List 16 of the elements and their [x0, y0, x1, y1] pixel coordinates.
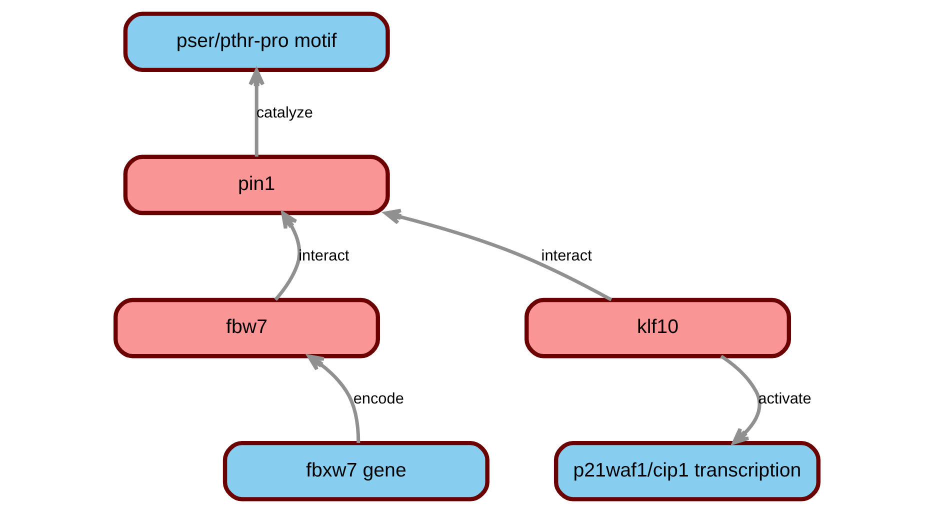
edge-label: catalyze: [256, 104, 312, 122]
arrow: [248, 68, 264, 157]
arrow: [383, 208, 612, 302]
node-box: pser/pthr-pro motif: [122, 12, 390, 72]
arrow: [274, 211, 301, 301]
node-box: fbw7: [113, 298, 380, 358]
node-box: p21waf1/cip1 transcription: [553, 440, 820, 502]
node-box: fbxw7 gene: [222, 440, 489, 502]
node-box: klf10: [524, 298, 791, 358]
edge-label: interact: [298, 247, 349, 264]
node-box: pin1: [122, 154, 390, 216]
edge-label: encode: [352, 390, 404, 408]
edge-label: interact: [540, 247, 592, 264]
edge-label: activate: [758, 390, 811, 408]
arrow: [720, 354, 761, 445]
arrow: [306, 354, 360, 444]
